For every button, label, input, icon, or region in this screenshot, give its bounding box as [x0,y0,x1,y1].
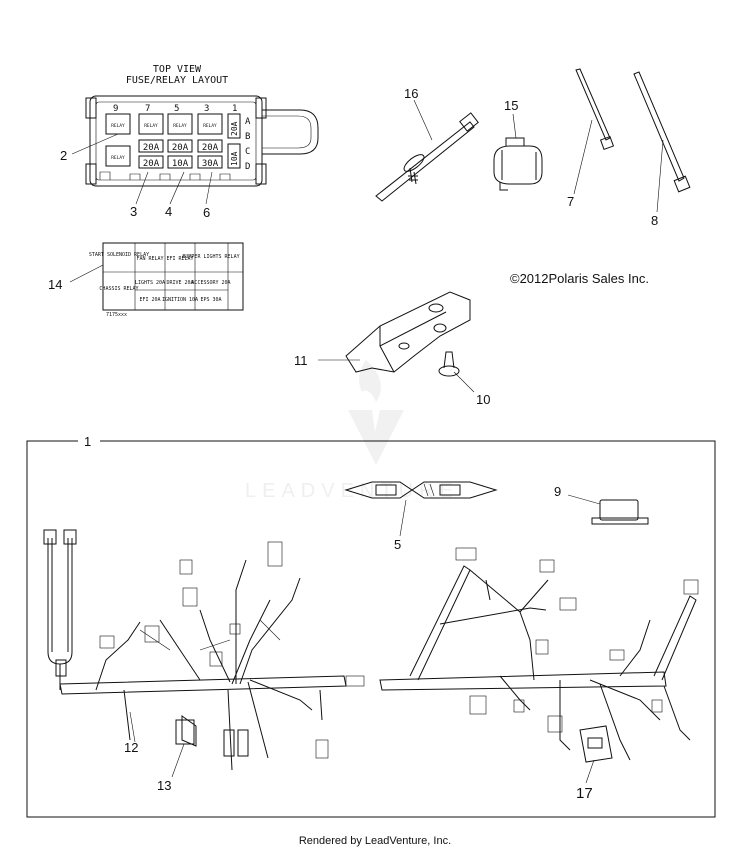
slot-number-3: 3 [204,104,209,114]
fuse-rating: 20A [143,143,160,153]
callout-15: 15 [504,98,518,113]
callout-5: 5 [394,537,401,552]
relay-label: RELAY [111,155,125,161]
watermark-logo: LEADVENTURE [245,360,459,502]
callout-16: 16 [404,86,418,101]
decal-cell: CHASSIS RELAY [99,286,138,292]
callout-7: 7 [567,194,574,209]
slot-number-9: 9 [113,104,118,114]
fuse-decal: START SOLENOID RELAY FAN RELAY EFI RELAY… [89,242,244,318]
side-letter-b: B [245,132,250,142]
fuse-rating: 30A [202,159,219,169]
relay-label: RELAY [203,123,217,129]
decal-part-number: 7175xxx [106,312,127,318]
fuse-rating: 20A [143,159,160,169]
cable-tie-push-mount [375,112,479,202]
fuse-rating: 20A [202,143,219,153]
side-letter-d: D [245,162,250,172]
callout-14: 14 [48,277,62,292]
callout-17: 17 [576,785,593,802]
callout-3: 3 [130,204,137,219]
callout-11: 11 [294,353,308,368]
callout-4: 4 [165,204,172,219]
relay-label: RELAY [173,123,187,129]
slot-number-1: 1 [232,104,237,114]
callout-12: 12 [124,740,138,755]
decal-cell: FAN RELAY [136,256,163,262]
decal-cell: IGNITION 10A [162,297,198,303]
decal-cell: LIGHTS 20A [135,280,165,286]
footer-credit: Rendered by LeadVenture, Inc. [298,835,452,847]
cable-tie-small [575,68,615,151]
callout-8: 8 [651,213,658,228]
relay-label: RELAY [144,123,158,129]
edge-clip [493,137,543,191]
callout-9: 9 [554,484,561,499]
decal-cell: EFI 20A [139,297,160,303]
harness-left [43,529,365,771]
side-letter-a: A [245,117,251,127]
decal-cell: START SOLENOID RELAY [89,252,149,258]
fuse-rating-vertical: 20A [230,121,239,136]
slot-number-7: 7 [145,104,150,114]
copyright-text: ©2012Polaris Sales Inc. [510,271,649,286]
cable-tie-large [633,71,691,193]
decal-cell: BUMPER LIGHTS RELAY [182,254,239,260]
fuse-relay-box: TOP VIEW FUSE/RELAY LAYOUT 9 7 5 3 1 REL… [85,64,319,187]
fuse-box-title-line2: FUSE/RELAY LAYOUT [126,75,228,86]
decal-cell: DRIVE 20A [166,280,193,286]
callout-2: 2 [60,148,67,163]
main-harness-frame [26,440,716,818]
relay-bracket [345,291,471,373]
watermark-text: LEADVENTURE [245,480,459,502]
callout-13: 13 [157,778,171,793]
decal-cell: EPS 30A [200,297,221,303]
fuse-box-title-line1: TOP VIEW [153,64,202,75]
relay-label: RELAY [111,123,125,129]
fuse-rating: 20A [172,143,189,153]
harness-right [379,547,699,763]
inline-fuse-holder [344,481,498,499]
fuse-rating: 10A [172,159,189,169]
fuse-rating-vertical: 10A [230,151,239,166]
screw [438,351,460,377]
decal-cell: ACCESSORY 20A [191,280,230,286]
decal-cell: EFI RELAY [166,256,193,262]
callout-6: 6 [203,205,210,220]
slot-number-5: 5 [174,104,179,114]
relay [591,499,649,525]
callout-1: 1 [84,434,91,449]
callout-10: 10 [476,392,490,407]
side-letter-c: C [245,147,250,157]
